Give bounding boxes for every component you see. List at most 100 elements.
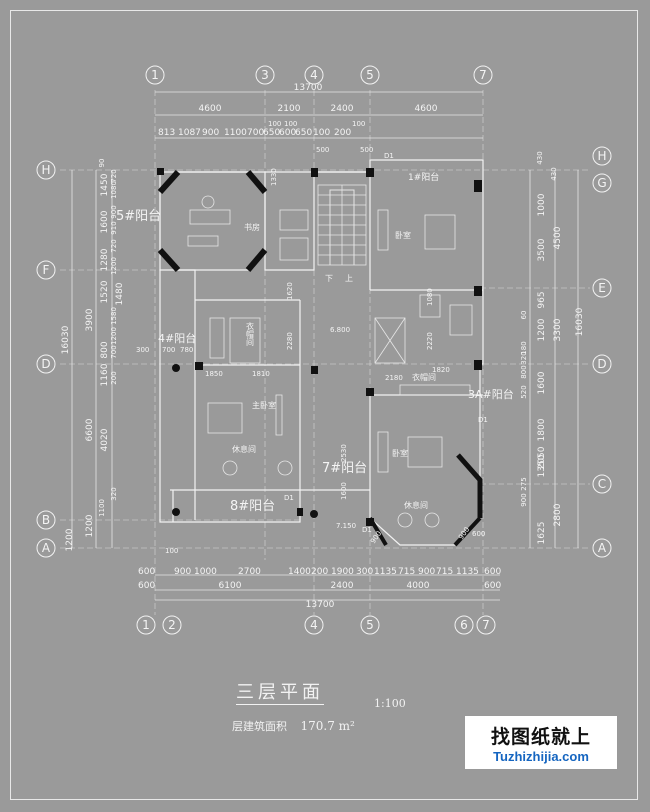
left-mid-5: 800 [100,341,110,358]
right-mid-9: 2800 [553,503,563,526]
dim-1600: 1600 [340,482,348,500]
right-inner-6: 275 [520,477,528,490]
right-mid-4: 1200 [537,318,547,341]
left-total: 16030 [61,325,71,354]
dim-600: 600 [472,530,485,538]
furniture [207,209,473,528]
right-mid-7: 2050 [537,446,547,469]
left-inner-7: 1580 [110,307,118,325]
dim-1620: 1620 [286,282,294,300]
plan-title: 三层平面 [236,678,324,705]
right-inner-3: 320 [520,351,528,364]
right-inner-0: 430 [550,167,558,180]
axis-top-7: 7 [479,68,487,82]
axis-labels: 1 3 4 5 7 1 2 4 5 6 7 H F D B A H G E D … [41,68,607,632]
right-mid-3: 965 [537,291,547,308]
dim-1820: 1820 [432,366,450,374]
dim-300: 300 [136,346,149,354]
bottom-100: 100 [165,547,178,555]
top-detail-9: 200 [334,128,351,138]
axis-bubbles [36,65,612,635]
dim-700: 700 [162,346,175,354]
right-mid-0: 430 [536,151,544,164]
top-main-2: 2400 [331,104,354,114]
axis-left-H: H [41,163,50,177]
left-mid-3: 1520 [100,280,110,303]
watermark-url: Tuzhizhijia.com [493,748,589,764]
room-study: 书房 [244,222,260,232]
left-inner-10: 200 [110,371,118,384]
left-inner-6: 1200 [110,257,118,275]
door-d1-a: D1 [384,152,394,160]
right-total: 16030 [575,307,585,336]
top-small-1: 100 [284,120,297,128]
top-500-1: 500 [360,146,373,154]
door-d1-b: D1 [478,416,488,424]
area-label: 层建筑面积 [232,720,287,733]
bottom-main-0: 6100 [219,581,242,591]
misc-labels: 6.800 7.150 D1 D1 D1 D1 1330 1620 2280 1… [136,152,488,545]
axis-right-A: A [598,541,607,555]
building-outline [159,159,484,546]
study-octagon [157,169,268,273]
room-master-bedroom: 主卧室 [252,400,276,410]
left-dimensions: 16030 3900 6600 1200 1200 1450 1600 1280… [61,159,125,552]
right-inner-2: 180 [520,341,528,354]
balcony-5: 5#阳台 [116,209,161,224]
left-main-1: 6600 [85,418,95,441]
left-mid-7: 4020 [100,428,110,451]
top-main-3: 4600 [415,104,438,114]
dimension-lines [71,91,579,601]
room-leisure-left: 休息间 [232,444,256,454]
axis-right-C: C [598,477,606,491]
columns [157,168,482,526]
top-500-0: 500 [316,146,329,154]
top-small-2: 100 [352,120,365,128]
axis-left-D: D [41,357,50,371]
left-inner-0: 90 [98,159,106,168]
dim-1080: 1080 [426,288,434,306]
balcony-4: 4#阳台 [158,331,196,345]
right-mid-6: 1800 [537,418,547,441]
bottom-detail-5: 1900 [331,567,354,577]
left-inner-5: 720 [110,239,118,252]
right-main-1: 3300 [553,318,563,341]
axis-top-4: 4 [310,68,318,82]
axis-bottom-2: 2 [168,618,176,632]
axis-right-G: G [597,176,606,190]
right-inner-4: 800 [520,365,528,378]
bottom-600-3: 600 [484,581,501,591]
left-main-3: 1200 [65,528,75,551]
bottom-detail-11: 1135 [456,567,479,577]
right-mid-8: 1350 [537,454,547,477]
top-detail-3: 1100 [224,128,247,138]
right-mid-2: 3500 [537,238,547,261]
dim-780: 780 [180,346,193,354]
room-labels: 书房 卧室 主卧室 休息间 卧室 休息间 衣帽间 上 下 衣帽间 [232,222,436,510]
bottom-detail-8: 715 [398,567,415,577]
top-detail-5: 650 [263,128,280,138]
bottom-detail-7: 1135 [374,567,397,577]
bottom-detail-9: 900 [418,567,435,577]
top-detail-8: 100 [313,128,330,138]
elevation-7150: 7.150 [336,522,356,530]
watermark-badge: 找图纸就上 Tuzhizhijia.com [464,715,618,770]
axis-top-3: 3 [261,68,269,82]
watermark-main: 找图纸就上 [490,725,591,748]
top-detail-2: 900 [202,128,219,138]
left-inner-11: 320 [110,487,118,500]
balcony-8: 8#阳台 [230,499,275,514]
axis-right-E: E [598,281,606,295]
left-inner-2: 1080 [110,181,118,199]
room-bedroom-top: 卧室 [395,230,411,240]
top-detail-1: 1087 [178,128,201,138]
elevation-6800: 6.800 [330,326,350,334]
dim-1810: 1810 [252,370,270,378]
dim-1850: 1850 [205,370,223,378]
right-main-0: 4500 [553,226,563,249]
left-inner-4: 910 [110,221,118,234]
axis-bottom-6: 6 [460,618,468,632]
bottom-total: 13700 [306,600,335,610]
right-mid-1: 1000 [537,193,547,216]
bottom-main-1: 2400 [331,581,354,591]
